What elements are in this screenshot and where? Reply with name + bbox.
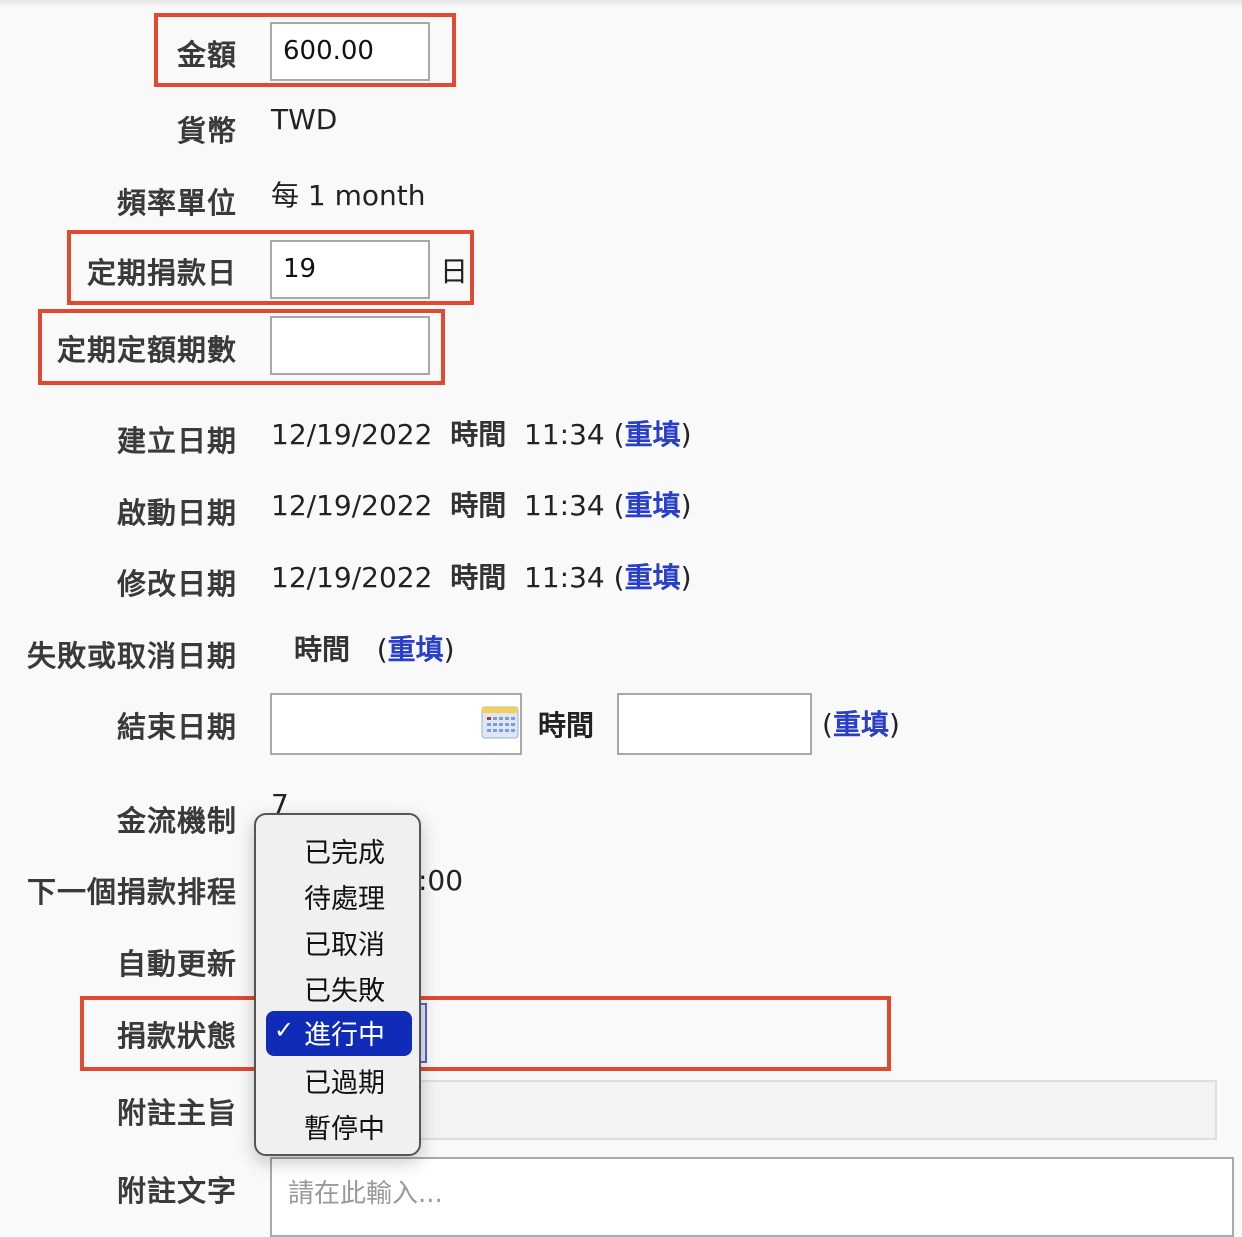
installments-label: 定期定額期數 — [56, 333, 237, 367]
end-date-input[interactable] — [270, 693, 522, 755]
failed-reset-link[interactable]: 重填 — [387, 633, 444, 666]
status-option[interactable]: 已取消 — [304, 930, 385, 961]
frequency-value: 每 1 month — [271, 179, 426, 212]
note-subject-input[interactable] — [412, 1080, 1217, 1140]
start-date-label: 啟動日期 — [116, 496, 237, 530]
modified-date-row: 12/19/2022 時間 11:34 (重填) — [271, 561, 692, 594]
created-date-value: 12/19/2022 — [271, 418, 433, 451]
status-option[interactable]: 已失敗 — [304, 976, 385, 1007]
amount-label: 金額 — [176, 38, 237, 72]
end-reset: (重填) — [822, 708, 900, 741]
auto-renew-label: 自動更新 — [116, 947, 237, 981]
amount-input[interactable]: 600.00 — [270, 22, 430, 81]
created-reset-link[interactable]: 重填 — [624, 418, 681, 451]
modified-date-value: 12/19/2022 — [271, 561, 433, 594]
recurring-day-input[interactable]: 19 — [270, 240, 430, 299]
modified-date-label: 修改日期 — [116, 567, 237, 601]
status-select[interactable] — [419, 1003, 427, 1063]
start-date-value: 12/19/2022 — [271, 489, 433, 522]
note-subject-label: 附註主旨 — [116, 1096, 237, 1130]
status-option[interactable]: 已完成 — [304, 838, 385, 869]
checkmark-icon: ✓ — [274, 1016, 295, 1044]
top-shadow — [0, 0, 1242, 8]
failed-date-label: 失敗或取消日期 — [26, 639, 237, 673]
recurring-day-suffix: 日 — [440, 255, 469, 288]
modified-time-label: 時間 — [450, 561, 507, 594]
status-option[interactable]: 已過期 — [304, 1068, 385, 1099]
frequency-label: 頻率單位 — [116, 186, 237, 220]
installments-input[interactable] — [270, 316, 430, 375]
end-time-input[interactable] — [617, 693, 812, 755]
created-time-value: 11:34 — [524, 418, 605, 451]
status-option-selected-label: 進行中 — [304, 1020, 385, 1051]
status-option[interactable]: 暫停中 — [304, 1114, 385, 1145]
start-time-value: 11:34 — [524, 489, 605, 522]
start-time-label: 時間 — [450, 489, 507, 522]
currency-value: TWD — [271, 103, 338, 136]
status-option[interactable]: 待處理 — [304, 884, 385, 915]
calendar-icon[interactable] — [481, 705, 519, 739]
recurring-day-label: 定期捐款日 — [86, 256, 237, 290]
failed-time-label: 時間 — [294, 633, 351, 666]
status-label: 捐款狀態 — [116, 1019, 237, 1053]
modified-reset-link[interactable]: 重填 — [624, 561, 681, 594]
currency-label: 貨幣 — [176, 114, 237, 148]
status-dropdown-menu: 已完成 待處理 已取消 已失敗 ✓ 進行中 已過期 暫停中 — [254, 813, 421, 1156]
next-schedule-value: :00 — [418, 864, 464, 897]
start-reset-link[interactable]: 重填 — [624, 489, 681, 522]
gateway-label: 金流機制 — [116, 804, 237, 838]
gateway-value: 7 — [271, 788, 289, 821]
created-time-label: 時間 — [450, 418, 507, 451]
status-option-selected[interactable]: ✓ 進行中 — [266, 1011, 412, 1056]
next-schedule-label: 下一個捐款排程 — [26, 875, 237, 909]
start-date-row: 12/19/2022 時間 11:34 (重填) — [271, 489, 692, 522]
end-reset-link[interactable]: 重填 — [832, 708, 889, 741]
note-text-textarea[interactable]: 請在此輸入... — [270, 1157, 1234, 1237]
created-date-row: 12/19/2022 時間 11:34 (重填) — [271, 418, 692, 451]
end-time-label: 時間 — [538, 709, 595, 742]
modified-time-value: 11:34 — [524, 561, 605, 594]
note-text-label: 附註文字 — [116, 1174, 237, 1208]
end-date-label: 結束日期 — [116, 710, 237, 744]
failed-date-row: 時間 (重填) — [294, 633, 455, 666]
created-date-label: 建立日期 — [116, 424, 237, 458]
